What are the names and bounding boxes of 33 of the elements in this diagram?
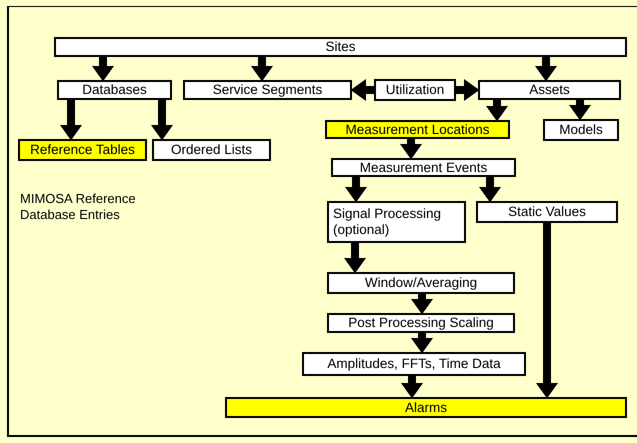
- process-box: Models: [543, 119, 619, 141]
- process-box: Service Segments: [183, 80, 352, 100]
- arrow: [345, 177, 367, 202]
- arrow: [92, 57, 114, 82]
- arrow: [151, 100, 173, 140]
- process-box: Reference Tables: [18, 139, 147, 161]
- arrow: [350, 79, 374, 101]
- process-box: Sites: [54, 37, 627, 57]
- arrow: [569, 100, 591, 120]
- process-box: Signal Processing (optional): [327, 201, 466, 243]
- arrow: [535, 57, 557, 82]
- process-box: Post Processing Scaling: [327, 313, 515, 333]
- arrow: [251, 57, 273, 82]
- process-box: Databases: [57, 80, 172, 100]
- process-box: Utilization: [374, 79, 456, 101]
- process-box: Ordered Lists: [152, 139, 271, 161]
- process-box: Window/Averaging: [327, 272, 515, 294]
- arrow: [60, 100, 82, 140]
- process-box: Measurement Locations: [325, 120, 510, 139]
- process-box: Measurement Events: [331, 158, 516, 177]
- arrow: [479, 177, 501, 202]
- note-text: MIMOSA Reference Database Entries: [20, 191, 137, 222]
- process-box: Alarms: [225, 397, 627, 418]
- process-box: Assets: [478, 80, 621, 100]
- arrow: [411, 333, 433, 354]
- process-box: Static Values: [476, 201, 618, 223]
- process-box: Amplitudes, FFTs, Time Data: [302, 352, 526, 376]
- arrow: [411, 294, 433, 314]
- arrow: [456, 79, 480, 101]
- arrow: [400, 139, 422, 160]
- arrow: [401, 376, 423, 398]
- arrow: [486, 100, 508, 122]
- arrow: [536, 223, 558, 398]
